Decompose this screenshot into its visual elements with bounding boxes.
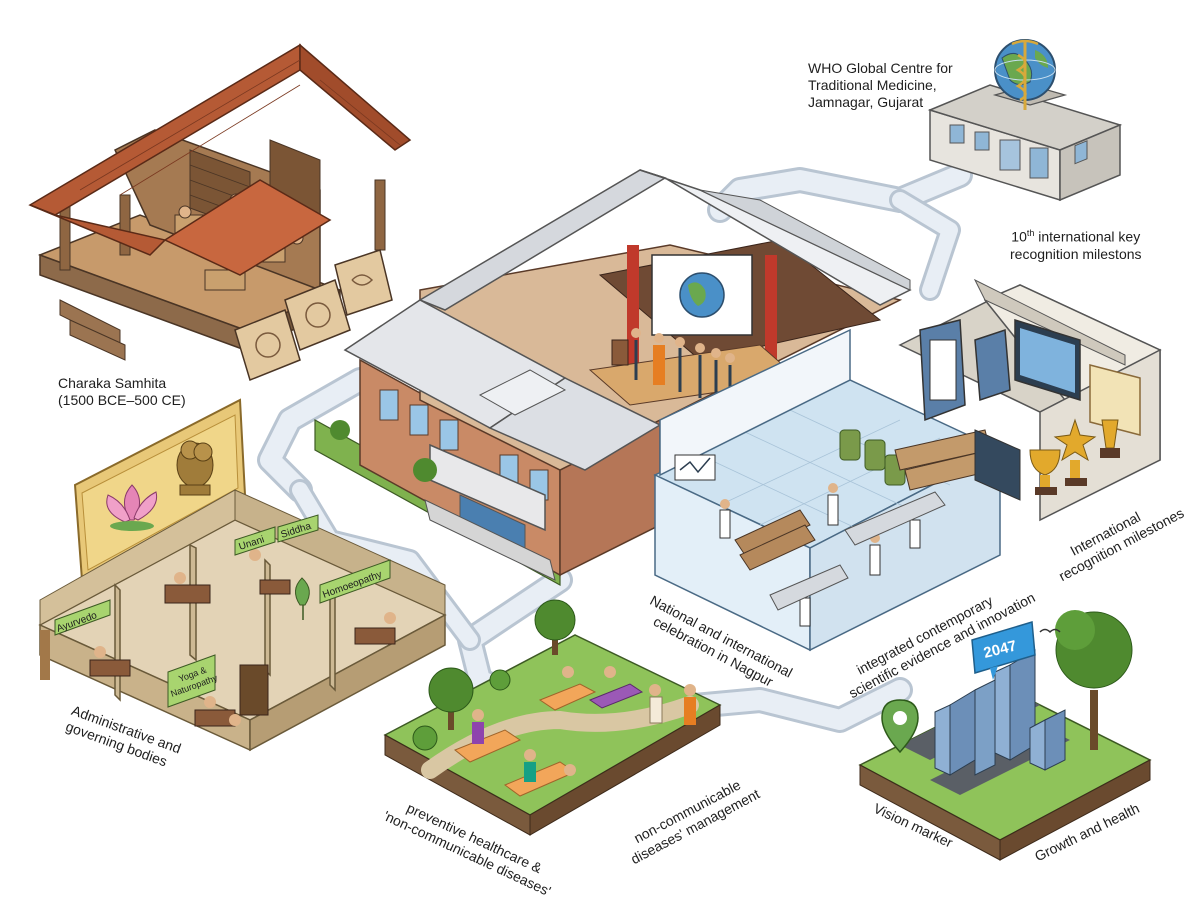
vision-sign xyxy=(971,621,1036,680)
yoga-park xyxy=(383,599,722,836)
temple-roof xyxy=(28,43,412,276)
milestones-gallery xyxy=(898,278,1162,522)
park-trees xyxy=(412,599,576,751)
label-charaka-line2: (1500 BCE–500 CE) xyxy=(58,392,186,408)
bird-icon xyxy=(1039,628,1061,634)
hall-roof xyxy=(343,169,912,471)
label-key-milestones-sup: th xyxy=(1026,228,1035,238)
trophy-icon xyxy=(1029,418,1120,495)
label-charaka: Charaka Samhita (1500 BCE–500 CE) xyxy=(58,375,186,409)
label-key-milestones-line2: recognition milestons xyxy=(1010,245,1142,262)
label-who-centre-line3: Jamnagar, Gujarat xyxy=(808,94,924,110)
label-who-centre: WHO Global Centre for Traditional Medici… xyxy=(808,60,953,111)
admin-offices xyxy=(38,489,447,752)
manuscript-plaques xyxy=(234,249,393,382)
label-key-milestones-line1: 10th international key xyxy=(1010,225,1142,246)
future-city xyxy=(858,610,1152,861)
label-who-centre-line1: WHO Global Centre for xyxy=(808,60,953,76)
caduceus-icon xyxy=(1011,39,1039,110)
label-key-milestones: 10th international key recognition miles… xyxy=(1010,225,1142,263)
label-key-milestones-rest: international key xyxy=(1034,228,1141,245)
leaf-icon xyxy=(295,577,310,620)
label-key-milestones-num: 10 xyxy=(1011,228,1027,245)
research-lab xyxy=(653,328,1002,652)
lion-capital-icon xyxy=(176,440,214,496)
location-pin-icon xyxy=(881,699,919,754)
lotus-icon xyxy=(106,484,158,531)
label-charaka-line1: Charaka Samhita xyxy=(58,375,167,391)
label-who-centre-line2: Traditional Medicine, xyxy=(808,77,937,93)
